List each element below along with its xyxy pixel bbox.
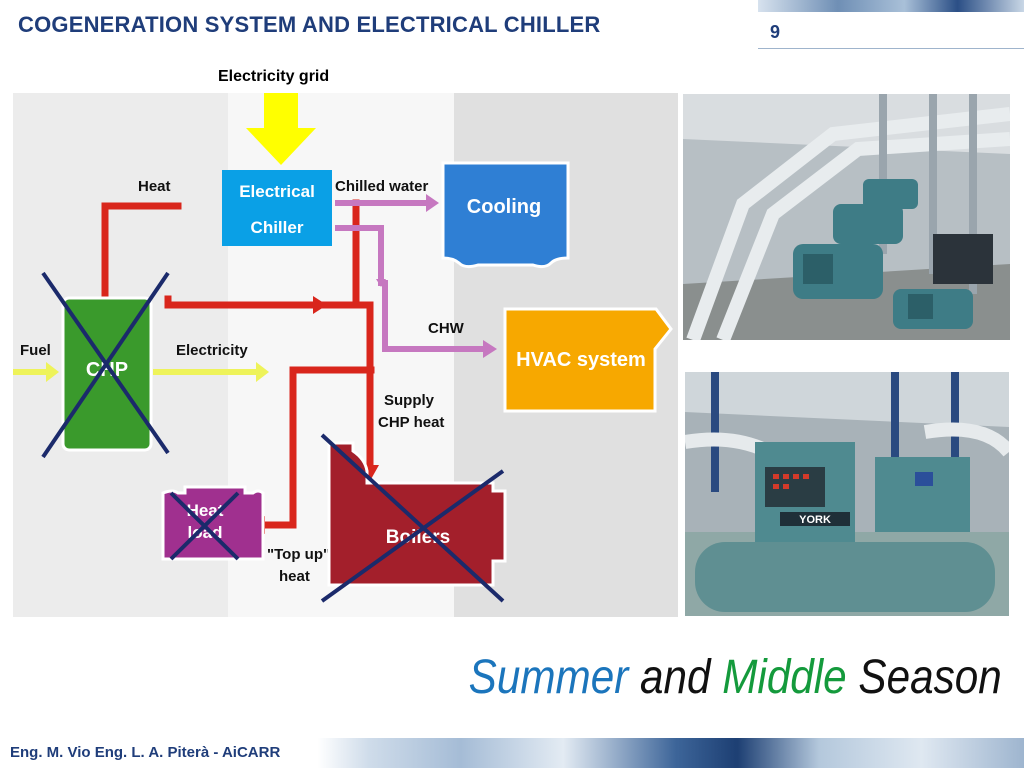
page-number: 9: [770, 22, 781, 42]
topup-label-line1: "Top up": [267, 546, 330, 563]
chilled-water-arrowheads: [376, 194, 497, 358]
boilers-cross-icon: [320, 433, 505, 603]
topup-label-line2: heat: [279, 568, 310, 585]
season-word-season: Season: [858, 651, 1002, 704]
chw-label: CHW: [428, 320, 465, 337]
top-banner-image: [758, 0, 1024, 12]
season-word-middle: Middle: [722, 651, 847, 704]
electrical-chiller-box: Electrical Chiller: [222, 170, 332, 246]
slide-title: COGENERATION SYSTEM AND ELECTRICAL CHILL…: [18, 12, 601, 37]
heat-load-cross-icon: [169, 491, 240, 561]
electricity-grid-label: Electricity grid: [218, 68, 330, 85]
fuel-label: Fuel: [20, 342, 51, 359]
hvac-box: HVAC system: [503, 307, 673, 413]
footer-authors: Eng. M. Vio Eng. L. A. Piterà - AiCARR: [10, 744, 281, 761]
cooling-box: Cooling: [441, 161, 570, 269]
season-word-summer: Summer: [468, 651, 629, 704]
chp-cross-icon: [41, 271, 170, 459]
bottom-banner-image: [0, 738, 1024, 768]
supply-label-line1: Supply: [384, 392, 435, 409]
cogeneration-diagram: Heat Chilled water CHW Fuel Electricity …: [13, 93, 678, 617]
chiller-label-line2: Chiller: [250, 218, 304, 237]
boilers-box: Boilers: [327, 441, 507, 587]
hvac-label: HVAC system: [516, 349, 646, 371]
header-divider: [758, 48, 1024, 49]
chiller-plant-room-photo-icon: [683, 94, 1010, 340]
season-word-and: and: [640, 651, 711, 704]
heat-pipes: [101, 199, 375, 529]
heat-label: Heat: [138, 178, 171, 195]
electricity-label: Electricity: [176, 342, 248, 359]
chilled-water-label: Chilled water: [335, 178, 429, 195]
cooling-label: Cooling: [467, 196, 541, 218]
york-brand-text: YORK: [799, 514, 831, 526]
fuel-arrow-icon: [13, 362, 59, 382]
supply-label-line2: CHP heat: [378, 414, 444, 431]
chiller-label-line1: Electrical: [239, 182, 315, 201]
york-chiller-unit-photo-icon: YORK: [685, 372, 1009, 616]
grid-arrow-icon: [246, 93, 316, 165]
season-caption: Summer and Middle Season: [469, 650, 1002, 705]
electricity-arrow-icon: [153, 362, 269, 382]
